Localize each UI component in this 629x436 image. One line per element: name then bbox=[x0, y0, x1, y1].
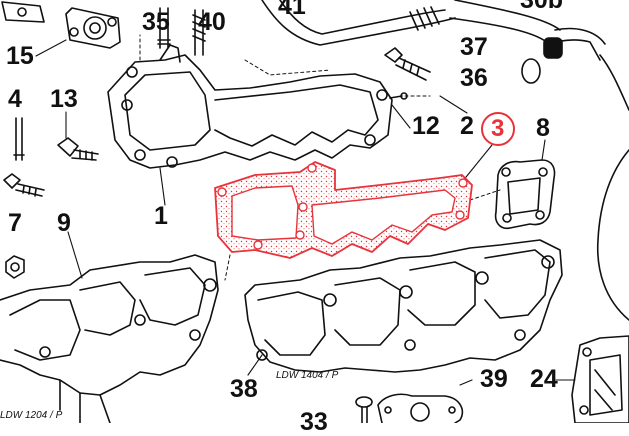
bolt-4 bbox=[13, 117, 25, 161]
callout-2: 2 bbox=[460, 112, 474, 140]
stud-40 bbox=[192, 9, 206, 56]
callout-40: 40 bbox=[198, 8, 226, 36]
leader-12 bbox=[391, 104, 411, 129]
exploded-parts-diagram bbox=[0, 0, 629, 423]
nut-7 bbox=[5, 255, 25, 279]
callout-38: 38 bbox=[230, 375, 258, 403]
callout-41: 41 bbox=[278, 0, 306, 20]
leader-1 bbox=[159, 167, 166, 206]
engine-block-outline bbox=[596, 149, 629, 321]
drawing-code-ldw1404: LDW 1404 / P bbox=[276, 370, 339, 381]
hose-elbow-30b bbox=[543, 27, 629, 111]
leader-9 bbox=[67, 231, 83, 279]
exhaust-manifold-9 bbox=[0, 254, 219, 423]
gasket-15 bbox=[65, 7, 121, 49]
leader-8 bbox=[541, 139, 546, 161]
callout-3: 3 bbox=[491, 115, 505, 142]
cover-24 bbox=[571, 335, 629, 423]
callout-30b: 30b bbox=[520, 0, 564, 14]
callout-3-highlight-ring bbox=[481, 112, 515, 146]
callout-12: 12 bbox=[412, 112, 440, 140]
callout-4: 4 bbox=[8, 85, 22, 113]
callout-15: 15 bbox=[6, 42, 34, 70]
intake-manifold-1 bbox=[107, 44, 408, 169]
gasket-top-left bbox=[1, 1, 45, 23]
leader-38 bbox=[247, 354, 263, 376]
callout-13: 13 bbox=[50, 85, 78, 113]
callout-24: 24 bbox=[530, 365, 558, 393]
bolt-13 bbox=[57, 137, 99, 161]
callout-35: 35 bbox=[142, 8, 170, 36]
callout-36: 36 bbox=[460, 64, 488, 92]
callout-9: 9 bbox=[57, 209, 71, 237]
pipe-hose-top bbox=[261, 0, 561, 46]
drawing-code-ldw1204: LDW 1204 / P bbox=[0, 410, 63, 421]
bolt-37 bbox=[384, 47, 431, 81]
callout-39: 39 bbox=[480, 365, 508, 393]
gasket-8 bbox=[494, 159, 556, 230]
gasket-3-highlighted bbox=[214, 161, 473, 259]
gasket-39 bbox=[377, 393, 464, 423]
callout-37: 37 bbox=[460, 33, 488, 61]
callout-1: 1 bbox=[154, 202, 168, 230]
leader-39 bbox=[459, 379, 473, 386]
leader-3 bbox=[461, 144, 493, 183]
leader-15 bbox=[35, 39, 67, 57]
stud-35 bbox=[157, 7, 171, 49]
callout-8: 8 bbox=[536, 114, 550, 142]
exhaust-manifold-38 bbox=[244, 239, 563, 373]
washer-33 bbox=[355, 396, 373, 423]
leader-2 bbox=[439, 95, 468, 114]
callout-7: 7 bbox=[8, 209, 22, 237]
bolt-4b bbox=[3, 173, 45, 197]
o-ring-36 bbox=[521, 58, 541, 84]
